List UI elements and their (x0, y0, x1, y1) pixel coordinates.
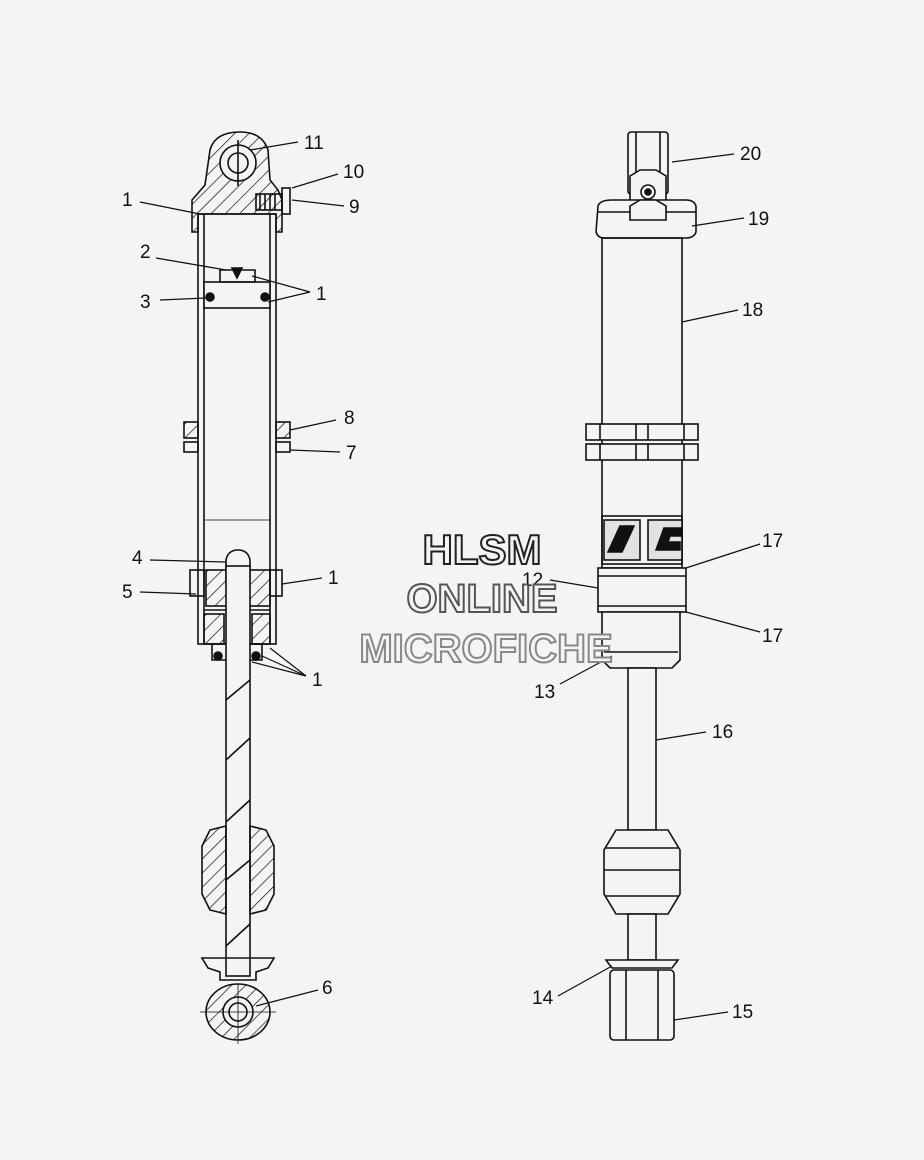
bearing-cap (203, 613, 271, 661)
callout-1: 1 (316, 284, 327, 305)
shaft-exterior (627, 667, 657, 831)
callout-7: 7 (346, 443, 357, 464)
spring-collar-left (183, 421, 291, 453)
callout-8: 8 (344, 408, 355, 429)
watermark: HLSM ONLINE MICROFICHE (358, 525, 613, 672)
adjuster-screw (255, 187, 291, 215)
piston-shaft (225, 565, 251, 977)
spring-seat-exterior (604, 959, 680, 969)
bottom-eye (200, 983, 276, 1044)
callout-11: 11 (304, 133, 324, 154)
callout-5: 5 (122, 582, 133, 603)
callout-2: 2 (140, 242, 151, 263)
callout-4: 4 (132, 548, 143, 569)
bearing-cap-exterior (601, 611, 681, 669)
callout-1: 1 (328, 568, 339, 589)
shock-body (601, 237, 683, 569)
callout-13: 13 (534, 682, 555, 703)
leader-lines (139, 141, 761, 1021)
lower-shaft-exterior (627, 913, 657, 961)
cross-section-view (183, 131, 291, 1044)
bump-stop (201, 824, 275, 916)
exterior-view (585, 131, 699, 1041)
watermark-line-2: ONLINE (406, 577, 557, 621)
callout-16: 16 (712, 722, 733, 743)
body-cap (595, 199, 697, 239)
callout-19: 19 (748, 209, 769, 230)
callout-12: 12 (522, 570, 543, 591)
watermark-line-3: MICROFICHE (359, 627, 612, 671)
spring-collar-right (585, 423, 699, 461)
callout-15: 15 (732, 1002, 753, 1023)
callout-3: 3 (140, 292, 151, 313)
callout-6: 6 (322, 978, 333, 999)
body-decal (601, 515, 683, 565)
callout-17: 17 (762, 531, 783, 552)
callout-20: 20 (740, 144, 761, 165)
callout-labels: 11 10 9 1 2 3 1 8 7 4 5 1 1 6 20 19 18 1… (122, 133, 783, 1023)
lower-spring-seat (200, 957, 276, 981)
callout-17: 17 (762, 626, 783, 647)
callout-1: 1 (312, 670, 323, 691)
callout-10: 10 (343, 162, 364, 183)
callout-1: 1 (122, 190, 133, 211)
callout-18: 18 (742, 300, 763, 321)
wiper-ring (597, 567, 687, 613)
callout-9: 9 (349, 197, 360, 218)
bump-stop-exterior (603, 829, 681, 915)
bottom-eye-exterior (609, 969, 675, 1041)
callout-14: 14 (532, 988, 554, 1009)
floating-piston (203, 267, 271, 309)
watermark-line-1: HLSM (423, 526, 542, 573)
